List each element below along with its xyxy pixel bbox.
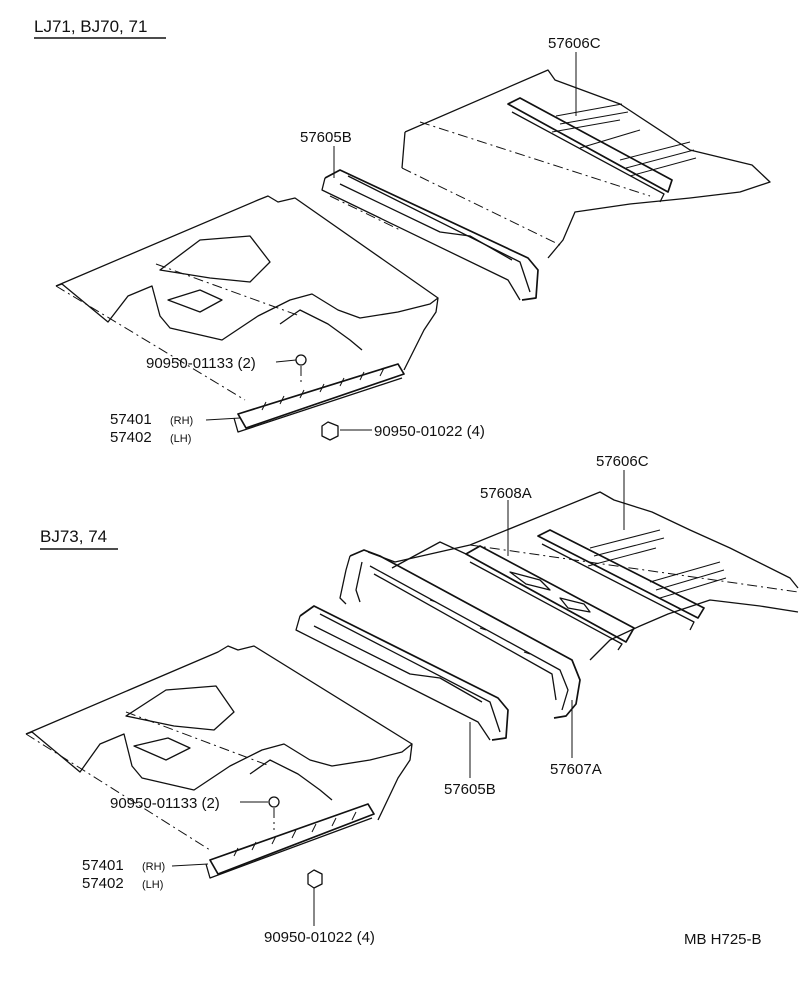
front-floor-pan-2 xyxy=(25,645,413,851)
clip-icon xyxy=(321,421,339,441)
leader-90950-01133 xyxy=(275,359,297,363)
fastener-90950-01133 xyxy=(295,354,307,386)
label-57606C: 57606C xyxy=(548,35,601,52)
label-57605B-2: 57605B xyxy=(444,781,496,798)
nut-icon xyxy=(295,354,307,366)
section-2: BJ73, 74 xyxy=(25,453,799,946)
crossmember-57607A xyxy=(339,541,581,719)
label-57402: 57402 xyxy=(110,429,152,446)
label-57605B: 57605B xyxy=(300,129,352,146)
label-57402-side-2: (LH) xyxy=(142,879,163,891)
rear-floor-pan-2 xyxy=(367,491,799,661)
label-57607A-2: 57607A xyxy=(550,761,602,778)
fastener-90950-01022-2 xyxy=(307,869,323,889)
crossmember-57606C xyxy=(507,97,697,203)
rear-floor-pan xyxy=(401,69,771,259)
clip-icon-2 xyxy=(307,869,323,889)
leader-57401-2 xyxy=(171,863,209,867)
fastener-90950-01133-2 xyxy=(268,796,280,830)
label-57606C-2: 57606C xyxy=(596,453,649,470)
fastener-90950-01022 xyxy=(321,421,339,441)
nut-icon-2 xyxy=(268,796,280,808)
label-90950-01022-2: 90950-01022 (4) xyxy=(264,929,375,946)
sill-plate-2 xyxy=(205,803,375,879)
sill-plate xyxy=(233,363,405,433)
crossmember-57608A xyxy=(465,545,635,651)
crossmember-57605B xyxy=(321,169,539,301)
diagram-code: MB H725-B xyxy=(684,931,762,948)
section-2-header: BJ73, 74 xyxy=(40,527,107,546)
label-90950-01133-2: 90950-01133 (2) xyxy=(110,795,220,812)
label-90950-01133: 90950-01133 (2) xyxy=(146,355,256,372)
section-1: LJ71, BJ70, 71 xyxy=(34,17,771,446)
label-57401-2: 57401 xyxy=(82,857,124,874)
crossmember-57605B-2 xyxy=(295,605,509,741)
label-57608A-2: 57608A xyxy=(480,485,532,502)
label-57401: 57401 xyxy=(110,411,152,428)
leader-57401 xyxy=(205,417,241,421)
label-57401-side-2: (RH) xyxy=(142,861,165,873)
label-57401-side: (RH) xyxy=(170,415,193,427)
label-57402-side: (LH) xyxy=(170,433,191,445)
front-floor-pan xyxy=(55,195,439,401)
crossmember-57606C-2 xyxy=(537,529,727,631)
label-57402-2: 57402 xyxy=(82,875,124,892)
section-1-header: LJ71, BJ70, 71 xyxy=(34,17,147,36)
label-90950-01022: 90950-01022 (4) xyxy=(374,423,485,440)
